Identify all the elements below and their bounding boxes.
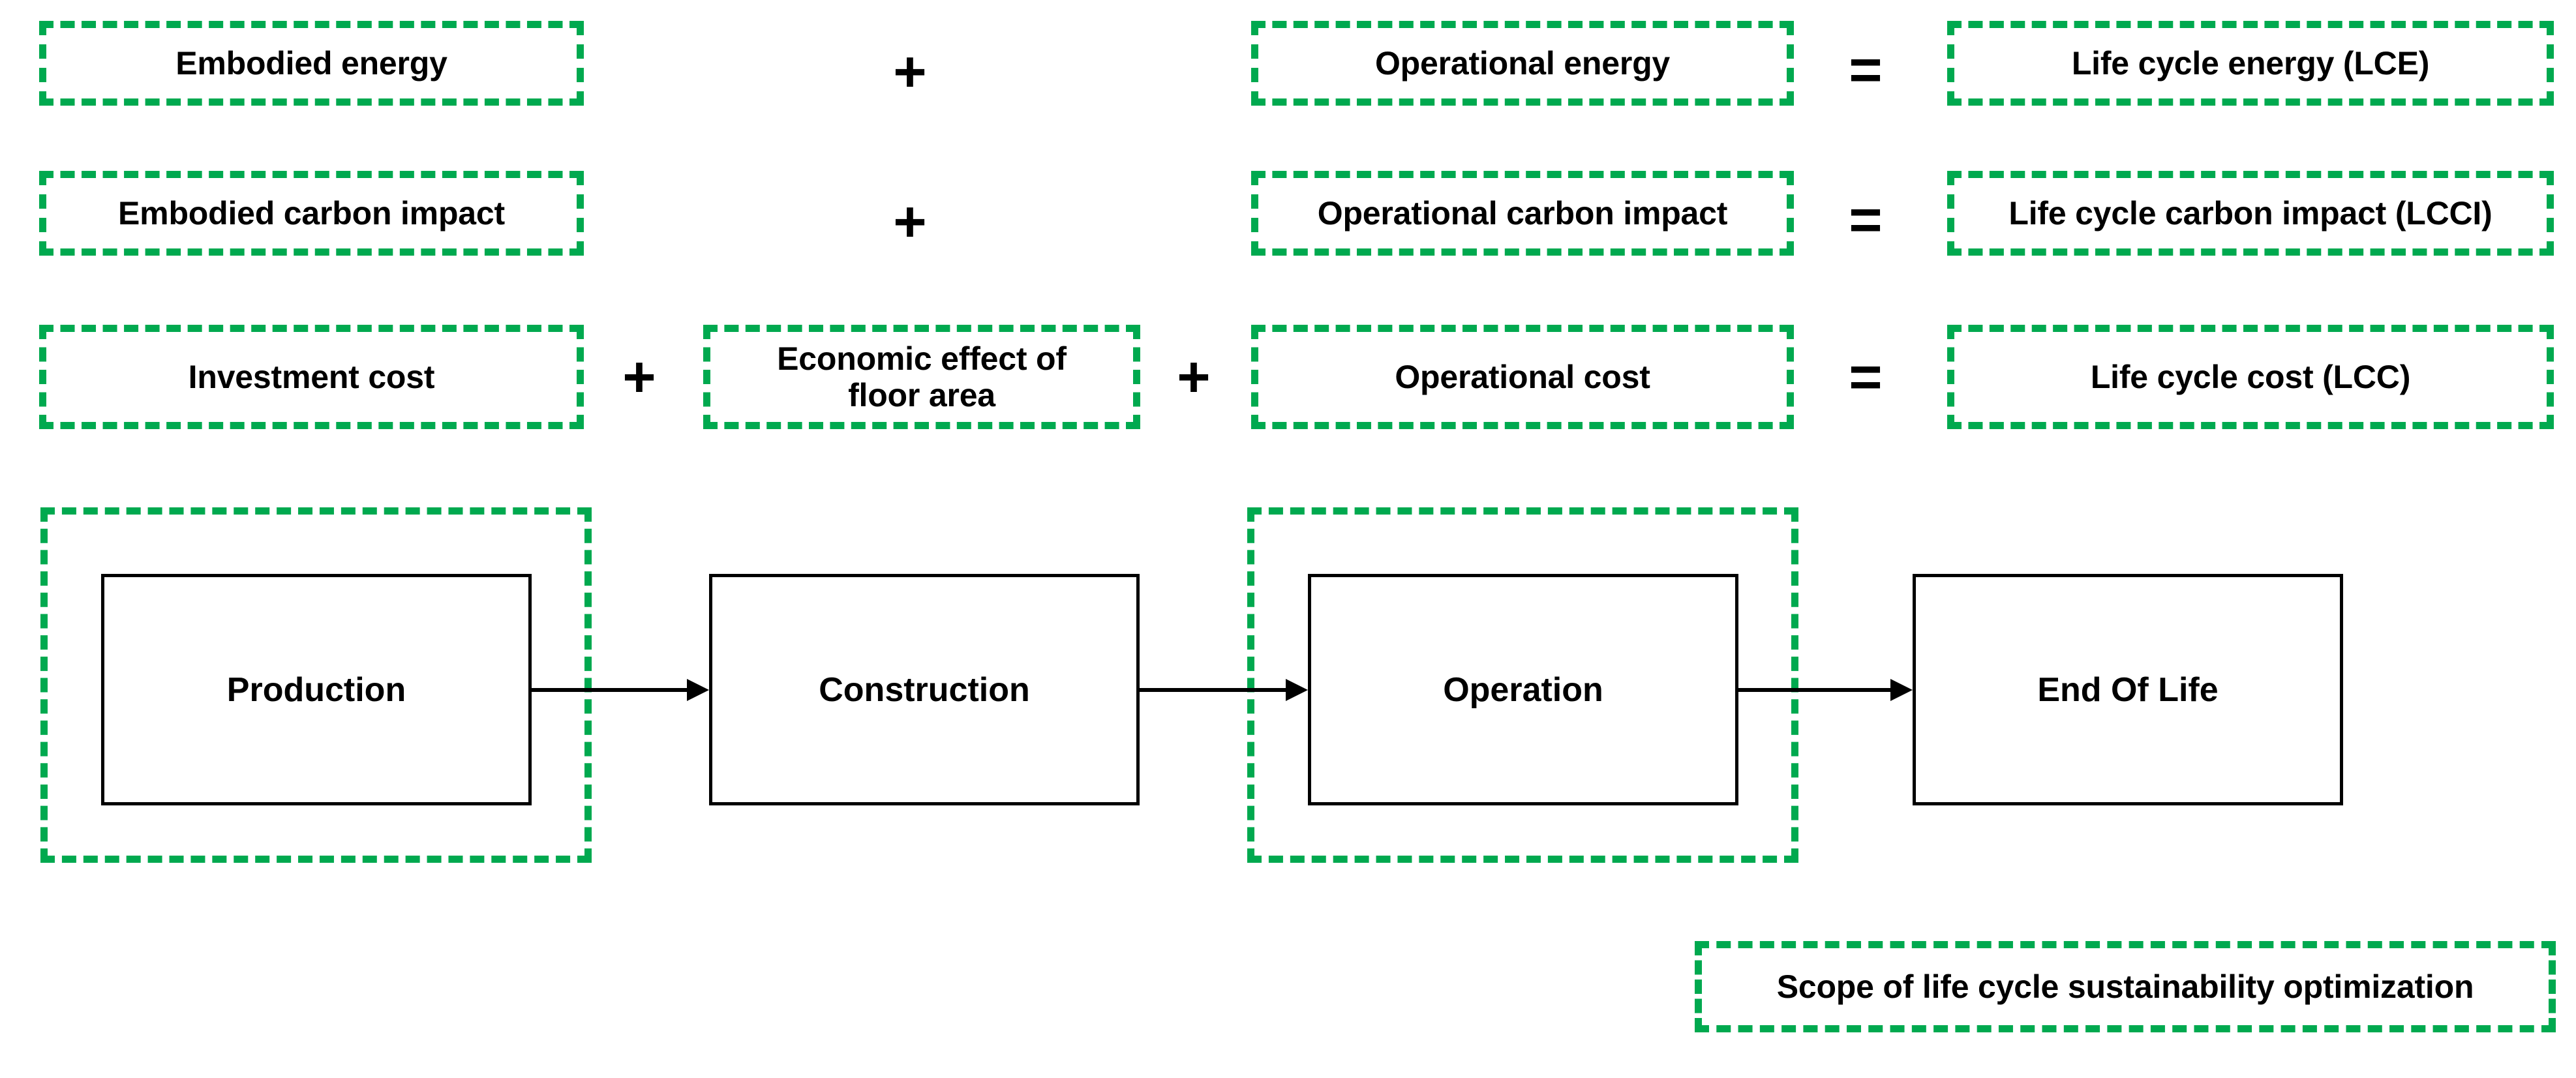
stage-box-production[interactable]: Production [101,574,532,805]
arrow-shaft [1140,688,1286,692]
operator-plus-row3-a: + [622,344,656,409]
legend-label: Scope of life cycle sustainability optim… [1776,968,2474,1005]
arrow-head [1286,679,1308,701]
legend-scope-box: Scope of life cycle sustainability optim… [1695,941,2556,1032]
stage-label-end-of-life: End Of Life [2037,670,2219,709]
label-operational-cost: Operational cost [1395,359,1650,395]
operator-plus-row3-b: + [1177,344,1211,409]
stage-box-construction[interactable]: Construction [709,574,1140,805]
arrow-shaft [532,688,687,692]
arrow-head [687,679,709,701]
label-operational-carbon-impact: Operational carbon impact [1317,195,1728,232]
label-embodied-carbon-impact: Embodied carbon impact [118,195,505,232]
operator-equals-row3: = [1849,344,1883,409]
scope-box-life-cycle-cost: Life cycle cost (LCC) [1947,325,2554,429]
scope-box-embodied-carbon-impact: Embodied carbon impact [39,171,584,256]
scope-box-operational-cost: Operational cost [1251,325,1794,429]
scope-box-embodied-energy: Embodied energy [39,21,584,106]
label-operational-energy: Operational energy [1374,45,1671,82]
scope-box-life-cycle-carbon-impact: Life cycle carbon impact (LCCI) [1947,171,2554,256]
arrow-shaft [1738,688,1890,692]
scope-box-life-cycle-energy: Life cycle energy (LCE) [1947,21,2554,106]
label-investment-cost: Investment cost [188,359,435,395]
label-economic-effect-line2: floor area [848,377,995,413]
arrow-head [1890,679,1913,701]
label-embodied-energy: Embodied energy [175,45,447,82]
scope-box-operational-carbon-impact: Operational carbon impact [1251,171,1794,256]
operator-plus-row1: + [893,39,927,104]
label-life-cycle-energy: Life cycle energy (LCE) [2071,45,2430,82]
scope-box-operational-energy: Operational energy [1251,21,1794,106]
label-economic-effect-line1: Economic effect of [777,340,1067,377]
label-life-cycle-carbon-impact: Life cycle carbon impact (LCCI) [2008,195,2493,232]
stage-label-construction: Construction [819,670,1030,709]
operator-plus-row2: + [893,189,927,254]
scope-box-economic-effect-floor-area: Economic effect of floor area [703,325,1140,429]
stage-label-operation: Operation [1443,670,1603,709]
operator-equals-row1: = [1849,37,1883,102]
stage-box-operation[interactable]: Operation [1308,574,1738,805]
scope-box-operation-stage [1247,507,1798,863]
scope-box-production-stage [40,507,592,863]
label-economic-effect-floor-area: Economic effect of floor area [777,340,1067,413]
stage-label-production: Production [226,670,406,709]
stage-box-end-of-life[interactable]: End Of Life [1913,574,2343,805]
operator-equals-row2: = [1849,187,1883,252]
label-life-cycle-cost: Life cycle cost (LCC) [2090,359,2411,395]
scope-box-investment-cost: Investment cost [39,325,584,429]
